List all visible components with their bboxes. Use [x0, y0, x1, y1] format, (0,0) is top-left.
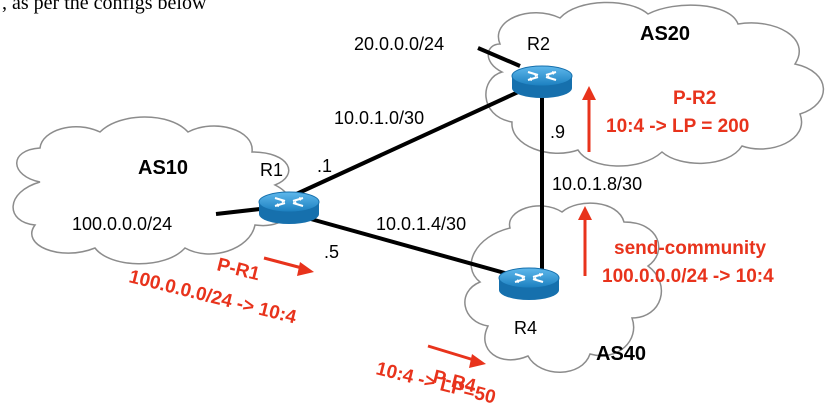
prefix-r2: 20.0.0.0/24 — [354, 34, 444, 54]
as40-cloud — [464, 202, 663, 373]
policy-p-r1-name: P-R1 — [215, 254, 263, 285]
router-r4-label: R4 — [514, 318, 537, 338]
send-community-label: send-community — [614, 238, 766, 259]
as10-cloud — [12, 116, 293, 265]
arrow-send-community — [578, 206, 592, 276]
router-r1-label: R1 — [260, 160, 283, 180]
router-r2-label: R2 — [527, 34, 550, 54]
policy-p-r1-rule: 100.0.0.0/24 -> 10:4 — [127, 266, 299, 328]
router-r4-icon — [498, 267, 560, 301]
iface-r2-r4: .9 — [550, 122, 565, 142]
as10-label: AS10 — [138, 157, 188, 179]
as20-label: AS20 — [640, 23, 690, 45]
iface-r1-r4: .5 — [324, 242, 339, 262]
as20-cloud — [485, 1, 825, 167]
top-text-fragment: , as per the configs below — [2, 0, 207, 14]
policy-p-r2-name: P-R2 — [673, 88, 716, 109]
link-r1-r4 — [299, 214, 531, 282]
subnet-r2-r4: 10.0.1.8/30 — [552, 174, 642, 194]
policy-p-r2-rule: 10:4 -> LP = 200 — [606, 116, 749, 137]
router-r1-icon — [258, 191, 320, 225]
arrow-p-r1 — [263, 256, 314, 276]
as40-label: AS40 — [596, 343, 646, 365]
router-r2-icon — [511, 65, 573, 99]
subnet-r1-r4: 10.0.1.4/30 — [376, 214, 466, 234]
subnet-r1-r2: 10.0.1.0/30 — [334, 108, 424, 128]
send-community-rule: 100.0.0.0/24 -> 10:4 — [602, 266, 774, 287]
prefix-r1: 100.0.0.0/24 — [72, 214, 172, 234]
link-r1-r2 — [291, 80, 541, 198]
prefix-link-r1 — [215, 207, 261, 216]
prefix-link-r2 — [477, 46, 521, 68]
arrow-p-r2 — [582, 86, 596, 152]
arrow-p-r4 — [427, 344, 486, 368]
iface-r1-r2: .1 — [317, 156, 332, 176]
